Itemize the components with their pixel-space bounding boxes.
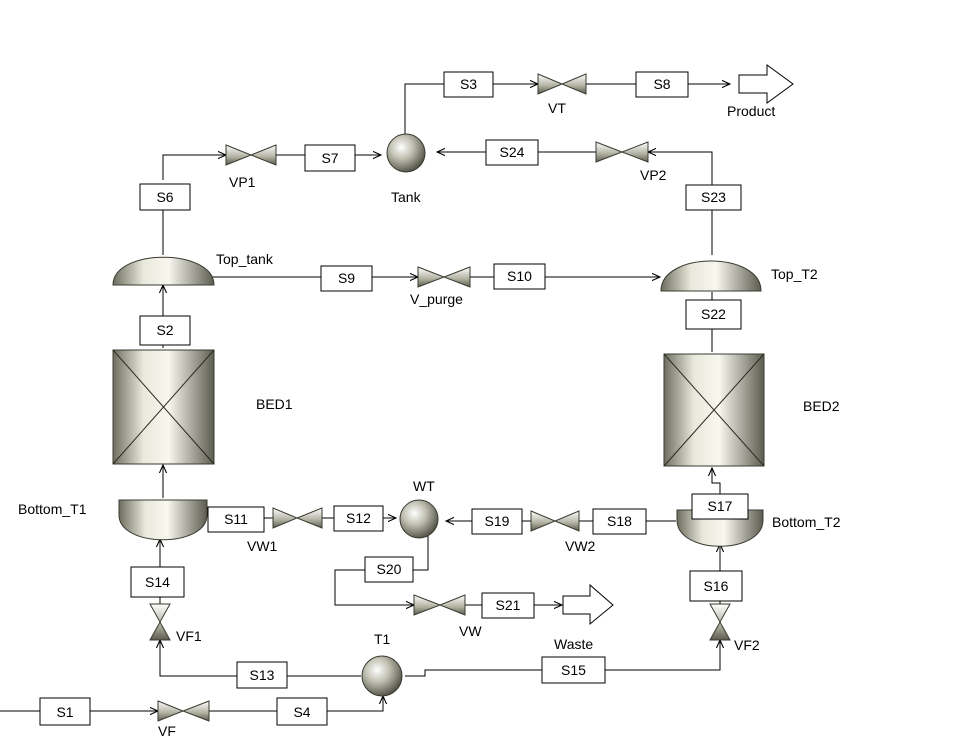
stream-s14-label: S14	[145, 574, 170, 590]
stream-s20-label: S20	[377, 561, 402, 577]
waste-label: Waste	[554, 636, 593, 652]
stream-s13-label: S13	[250, 667, 275, 683]
stream-s3[interactable]: S3	[443, 71, 494, 98]
stream-s10[interactable]: S10	[493, 263, 546, 290]
vw1-label: VW1	[247, 538, 278, 554]
stream-s1[interactable]: S1	[39, 697, 91, 726]
t1-label: T1	[374, 631, 391, 647]
stream-s7-label: S7	[321, 150, 338, 166]
stream-s11-label: S11	[224, 511, 248, 527]
stream-s7[interactable]: S7	[304, 144, 356, 172]
stream-s8-label: S8	[653, 76, 670, 92]
stream-s6-label: S6	[156, 189, 173, 205]
stream-s14[interactable]: S14	[130, 566, 185, 598]
vp1-valve[interactable]	[225, 144, 277, 166]
vf-valve[interactable]	[157, 700, 210, 722]
stream-s17[interactable]: S17	[691, 493, 749, 520]
stream-s16-label: S16	[704, 578, 729, 594]
vf1-valve[interactable]	[149, 603, 171, 641]
vf-label: VF	[158, 723, 176, 739]
stream-s19-label: S19	[485, 513, 510, 529]
stream-s4-label: S4	[293, 704, 310, 720]
bed2-label: BED2	[803, 398, 840, 414]
vp2-label: VP2	[640, 167, 667, 183]
stream-s24[interactable]: S24	[485, 139, 539, 166]
vt-valve[interactable]	[537, 73, 587, 95]
vw-valve[interactable]	[413, 594, 466, 616]
tank-label: Tank	[391, 189, 422, 205]
vf2-label: VF2	[734, 637, 760, 653]
stream-s10-label: S10	[507, 268, 532, 284]
stream-s8[interactable]: S8	[635, 71, 689, 98]
vt-label: VT	[548, 100, 566, 116]
stream-s22-label: S22	[701, 306, 726, 322]
stream-s13[interactable]: S13	[236, 661, 288, 689]
wt-vessel[interactable]	[399, 499, 439, 539]
vw1-valve[interactable]	[272, 507, 323, 529]
stream-s23[interactable]: S23	[685, 184, 742, 211]
stream-s11[interactable]: S11	[207, 506, 265, 533]
bed1-column[interactable]	[112, 349, 215, 465]
stream-s19[interactable]: S19	[471, 508, 523, 535]
vp1-label: VP1	[229, 174, 256, 190]
bed2-column[interactable]	[663, 353, 765, 467]
stream-s21-label: S21	[496, 597, 521, 613]
top-tank-label: Top_tank	[216, 251, 274, 267]
vw2-valve[interactable]	[530, 510, 580, 532]
vp2-valve[interactable]	[595, 141, 649, 163]
v-purge-label: V_purge	[410, 291, 463, 307]
vw-label: VW	[459, 623, 482, 639]
bottom-t1-label: Bottom_T1	[18, 501, 87, 517]
stream-s21[interactable]: S21	[481, 592, 535, 619]
connection-lines	[0, 84, 730, 711]
v-purge-valve[interactable]	[417, 266, 471, 288]
stream-s2[interactable]: S2	[139, 315, 191, 346]
bottom-t1-bowl[interactable]	[118, 499, 208, 541]
stream-s2-label: S2	[156, 322, 173, 338]
stream-s24-label: S24	[500, 144, 525, 160]
vf2-valve[interactable]	[709, 603, 731, 641]
stream-s12-label: S12	[346, 510, 371, 526]
stream-s23-label: S23	[701, 189, 726, 205]
waste-outlet-arrow	[562, 583, 614, 626]
stream-s18-label: S18	[607, 513, 632, 529]
wt-label: WT	[413, 478, 435, 494]
stream-s4[interactable]: S4	[276, 697, 328, 726]
stream-s12[interactable]: S12	[333, 505, 384, 532]
product-outlet-arrow	[738, 64, 794, 104]
vf1-label: VF1	[176, 628, 202, 644]
stream-s15[interactable]: S15	[541, 656, 606, 684]
stream-s20[interactable]: S20	[364, 556, 414, 583]
bed1-label: BED1	[256, 396, 293, 412]
stream-s6[interactable]: S6	[139, 183, 191, 211]
stream-s1-label: S1	[56, 704, 73, 720]
vw2-label: VW2	[565, 538, 596, 554]
bottom-t2-label: Bottom_T2	[772, 514, 841, 530]
stream-s15-label: S15	[561, 662, 586, 678]
stream-s16[interactable]: S16	[689, 570, 743, 602]
stream-s3-label: S3	[460, 76, 477, 92]
top-t2-dome[interactable]	[660, 260, 762, 292]
tank-vessel[interactable]	[386, 133, 426, 173]
top-tank-dome[interactable]	[112, 256, 215, 286]
stream-s22[interactable]: S22	[685, 299, 742, 330]
stream-s17-label: S17	[708, 498, 733, 514]
stream-s18[interactable]: S18	[592, 508, 647, 535]
product-label: Product	[727, 103, 775, 119]
stream-s9-label: S9	[338, 270, 355, 286]
stream-s9[interactable]: S9	[320, 265, 373, 292]
t1-vessel[interactable]	[361, 655, 403, 697]
top-t2-label: Top_T2	[771, 266, 818, 282]
